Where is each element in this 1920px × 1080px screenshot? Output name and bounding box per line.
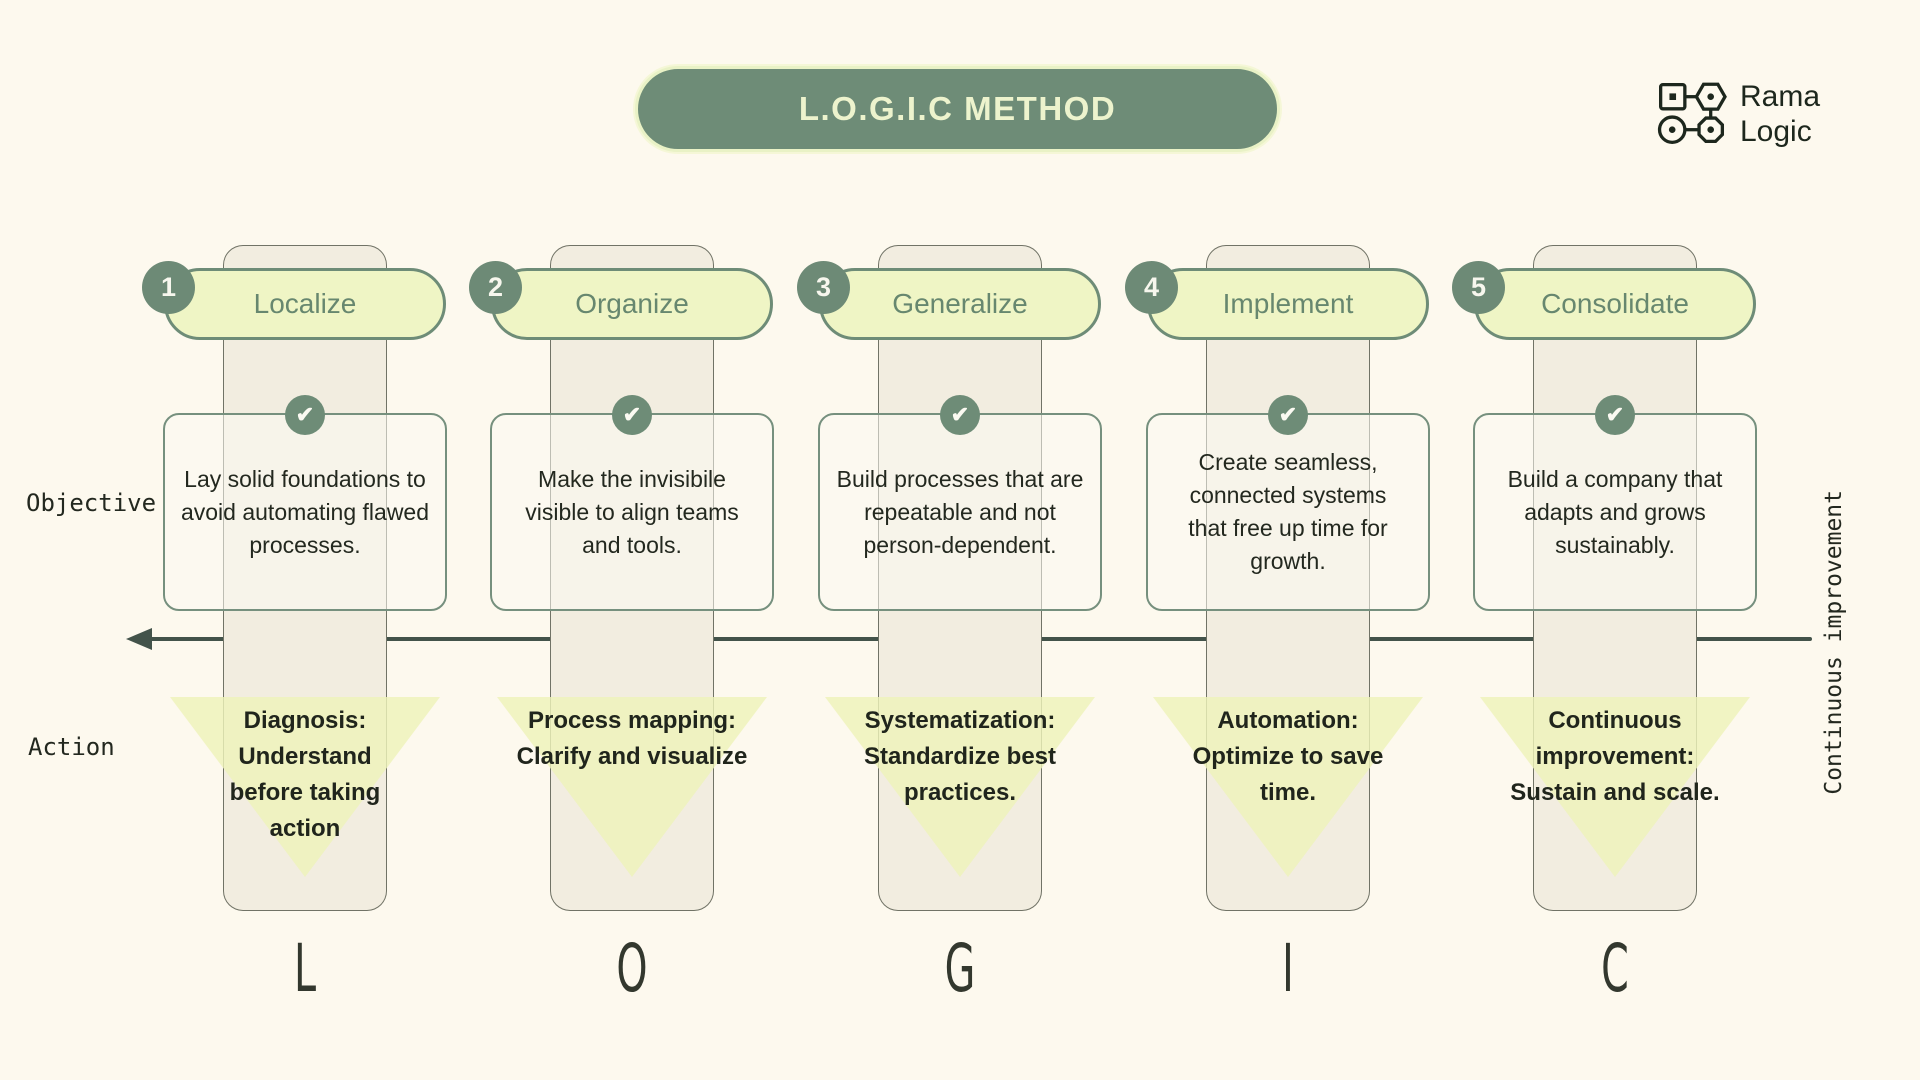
funnel-triangle-icon	[1153, 697, 1423, 877]
step-pill: Consolidate	[1474, 268, 1756, 340]
objective-card: Build processes that are repeatable and …	[818, 413, 1102, 611]
step-column-implement: Create seamless, connected systems that …	[1123, 0, 1453, 1080]
check-icon: ✔	[1595, 395, 1635, 435]
brand-name-line1: Rama	[1740, 79, 1821, 113]
step-pill: Localize	[164, 268, 446, 340]
objective-card: Build a company that adapts and grows su…	[1473, 413, 1757, 611]
objective-card: Create seamless, connected systems that …	[1146, 413, 1430, 611]
funnel-triangle-icon	[1480, 697, 1750, 877]
acronym-letter: I	[1282, 930, 1294, 1007]
step-column-consolidate: Build a company that adapts and grows su…	[1450, 0, 1780, 1080]
page-title: L.O.G.I.C METHOD	[798, 90, 1117, 127]
timeline-arrow-head-icon	[126, 628, 152, 650]
check-icon: ✔	[1268, 395, 1308, 435]
acronym-letter: G	[944, 930, 976, 1007]
continuous-improvement-label: Continuous improvement	[1812, 470, 1856, 815]
step-pill: Implement	[1147, 268, 1429, 340]
action-text: Automation: Optimize to save time.	[1192, 707, 1384, 806]
step-number-badge: 3	[797, 261, 850, 314]
acronym-letter: L	[293, 930, 317, 1007]
acronym-letter: O	[616, 930, 648, 1007]
check-icon: ✔	[612, 395, 652, 435]
step-column-organize: Make the invisibile visible to align tea…	[467, 0, 797, 1080]
title-banner: L.O.G.I.C METHOD	[635, 66, 1280, 152]
check-icon: ✔	[940, 395, 980, 435]
brand-name-line2: Logic	[1740, 114, 1812, 148]
step-pill: Organize	[491, 268, 773, 340]
step-number-badge: 4	[1125, 261, 1178, 314]
objective-card: Lay solid foundations to avoid automatin…	[163, 413, 447, 611]
funnel-triangle-icon	[825, 697, 1095, 877]
objective-card: Make the invisibile visible to align tea…	[490, 413, 774, 611]
step-number-badge: 2	[469, 261, 522, 314]
step-number-badge: 1	[142, 261, 195, 314]
check-icon: ✔	[285, 395, 325, 435]
funnel-triangle-icon	[170, 697, 440, 877]
acronym-letter: C	[1601, 930, 1629, 1007]
action-text: Diagnosis: Understand before taking acti…	[229, 707, 381, 842]
action-text: Process mapping: Clarify and visualize	[516, 707, 748, 770]
step-column-localize: Lay solid foundations to avoid automatin…	[140, 0, 470, 1080]
rama-logic-logo-icon	[1656, 78, 1728, 149]
action-text: Continuous improvement: Sustain and scal…	[1510, 707, 1720, 806]
objective-row-label: Objective	[26, 489, 157, 517]
step-pill: Generalize	[819, 268, 1101, 340]
step-number-badge: 5	[1452, 261, 1505, 314]
action-row-label: Action	[28, 733, 115, 761]
step-column-generalize: Build processes that are repeatable and …	[795, 0, 1125, 1080]
funnel-triangle-icon	[497, 697, 767, 877]
action-text: Systematization: Standardize best practi…	[863, 707, 1057, 806]
continuous-improvement-text: Continuous improvement	[1821, 490, 1847, 795]
